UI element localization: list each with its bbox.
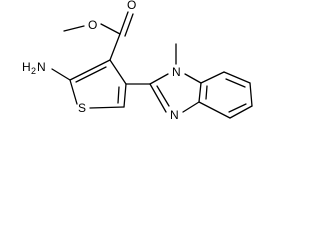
atom-amino-n: N bbox=[37, 60, 46, 74]
bond-carbonyl-double-2 bbox=[124, 13, 134, 37]
atom-n-imine: N bbox=[170, 108, 179, 122]
atom-oxygen-carbonyl: O bbox=[127, 0, 136, 12]
bond-n-imine-c2-inner bbox=[156, 85, 170, 107]
bond-c2-n-methyl bbox=[149, 73, 169, 85]
bond-benz-c7a-c7 bbox=[200, 71, 225, 84]
bond-benz-c7-c6-inner bbox=[225, 78, 246, 88]
bond-thiophene-c2-s bbox=[69, 79, 78, 105]
bond-c2-amino bbox=[51, 68, 71, 81]
bond-benz-c6-c5 bbox=[249, 82, 253, 107]
molecule-structure: O O H 2 N S N N bbox=[22, 0, 253, 122]
bond-benz-c3a-c7a-inner bbox=[205, 85, 208, 100]
bond-n-methyl-c7a bbox=[184, 73, 202, 84]
bond-thiophene-c4-c3 bbox=[109, 59, 127, 85]
bond-carbonyl-double-1 bbox=[119, 11, 129, 35]
bond-benz-c4-c3a bbox=[198, 101, 231, 119]
bond-thiophene-c3-c2 bbox=[69, 59, 111, 81]
atom-amino-h: H bbox=[22, 60, 31, 74]
bond-carbonyl-to-ring bbox=[109, 33, 121, 61]
bond-oxygen-carbonyl-carbon bbox=[100, 23, 121, 35]
atom-amino-subscript: 2 bbox=[31, 66, 36, 76]
bond-c7a-c3a bbox=[198, 82, 202, 103]
bond-benz-c7-c6 bbox=[223, 71, 251, 84]
bond-benz-c5-c4 bbox=[229, 105, 253, 119]
bond-thiophene-c5-c4-inner bbox=[117, 86, 120, 104]
bond-benz-c5-c4-inner bbox=[228, 103, 247, 113]
bond-thiophene-c3-c2-inner bbox=[75, 66, 107, 83]
bond-methyl-oxygen bbox=[63, 25, 85, 32]
bond-n-imine-c2 bbox=[149, 83, 167, 113]
bond-thiophene-s-c5 bbox=[89, 106, 125, 109]
atom-n-methyl: N bbox=[172, 65, 181, 79]
atom-oxygen-ether: O bbox=[88, 18, 97, 32]
bond-thiophene-c5-c4 bbox=[123, 83, 127, 108]
bond-c3a-n-imine bbox=[182, 101, 200, 113]
atom-sulfur: S bbox=[78, 101, 86, 115]
